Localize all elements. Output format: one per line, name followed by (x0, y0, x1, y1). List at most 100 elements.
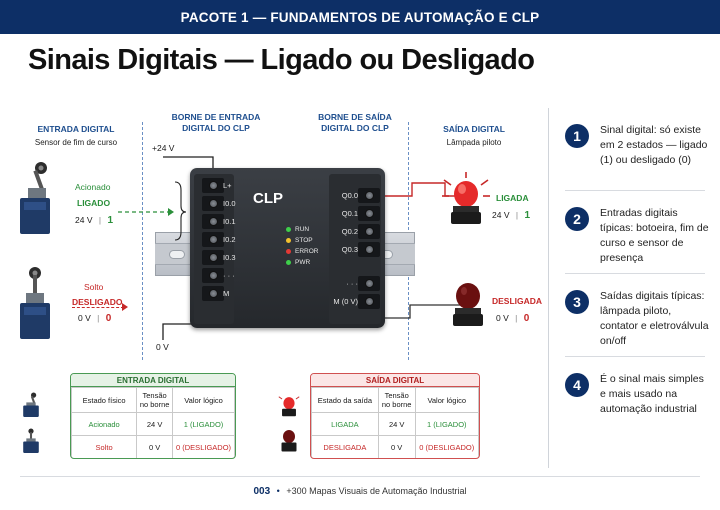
output-top-voltage-row: 24 V | 1 (492, 210, 531, 221)
plc-output-label: M (0 V) (333, 297, 358, 306)
plc-output-terminal (358, 242, 380, 257)
plc-led-row: PWR (286, 257, 318, 268)
lamp-off-icon (281, 430, 297, 452)
input-table-header: Estado físico (71, 387, 138, 413)
point-number: 1 (573, 128, 581, 144)
input-bottom-value: 0 (105, 313, 112, 324)
led-label: ERROR (295, 248, 319, 255)
input-off-arrowhead (122, 303, 128, 311)
table-cell: 0 V (377, 435, 416, 458)
limit-switch-icon (20, 162, 50, 234)
table-cell: 24 V (136, 412, 174, 436)
table-cell: LIGADA (311, 412, 379, 436)
output-top-voltage: 24 V (492, 210, 510, 220)
terminal-screw-icon (364, 297, 374, 306)
point-text: Sinal digital: só existe em 2 estados — … (600, 124, 708, 166)
footer-text: +300 Mapas Visuais de Automação Industri… (286, 486, 467, 496)
input-table: ENTRADA DIGITAL Estado físico Tensão no … (70, 373, 236, 459)
lamp-on-icon (278, 396, 300, 417)
output-column-sub: Lâmpada piloto (446, 138, 502, 147)
lamp-on-icon (442, 172, 490, 224)
plc-input-terminal (202, 178, 224, 193)
side-panel-divider (548, 108, 549, 468)
plc-led-row: STOP (286, 235, 318, 246)
led-label: PWR (295, 259, 311, 266)
table-cell: Solto (71, 435, 138, 458)
input-top-voltage-row: 24 V | 1 (75, 215, 114, 226)
output-bottom-voltage: 0 V (496, 313, 509, 323)
banner-text: PACOTE 1 — FUNDAMENTOS DE AUTOMAÇÃO E CL… (180, 9, 540, 25)
footer-bullet: • (276, 486, 280, 496)
plc-input-terminal (202, 250, 224, 265)
output-top-value: 1 (524, 210, 531, 221)
terminal-screw-icon (364, 245, 374, 254)
point-number-badge: 3 (565, 290, 589, 314)
footer-divider (20, 476, 700, 477)
plc-label: CLP (253, 190, 283, 207)
output-column-title: SAÍDA DIGITAL (443, 124, 505, 134)
table-cell: 1 (LIGADO) (414, 412, 479, 436)
plc-led-row: RUN (286, 224, 318, 235)
led-indicator (286, 227, 291, 232)
point-number-badge: 2 (565, 207, 589, 231)
plc-output-terminal (358, 294, 380, 309)
terminal-screw-icon (208, 253, 218, 262)
led-indicator (286, 249, 291, 254)
output-borne-line2: DIGITAL DO CLP (321, 123, 389, 133)
limit-switch-icon (23, 428, 39, 453)
input-on-arrowhead (168, 208, 174, 216)
table-row: LIGADA 24 V 1 (LIGADO) (311, 412, 479, 436)
terminal-screw-icon (364, 279, 374, 288)
input-borne-title: BORNE DE ENTRADA DIGITAL DO CLP (156, 112, 276, 134)
plc-output-label: Q0.3 (341, 245, 358, 254)
plc-input-label: I0.1 (223, 217, 236, 226)
plc-input-label: I0.0 (223, 199, 236, 208)
terminal-screw-icon (364, 191, 374, 200)
output-top-logic: LIGADA (496, 193, 529, 203)
point-number: 3 (573, 294, 581, 310)
point-number-badge: 4 (565, 373, 589, 397)
led-label: RUN (295, 226, 310, 233)
input-table-header: Tensão no borne (136, 387, 174, 413)
input-off-arrow (72, 307, 124, 308)
point-text: Saídas digitais típicas: lâmpada piloto,… (600, 290, 709, 347)
output-table-header: Tensão no borne (377, 387, 416, 413)
table-row: DESLIGADA 0 V 0 (DESLIGADO) (311, 435, 479, 458)
plc-input-label: I0.3 (223, 253, 236, 262)
input-top-value: 1 (107, 215, 114, 226)
plc-input-label: · · · (223, 271, 235, 280)
terminal-screw-icon (208, 181, 218, 190)
table-row: Solto 0 V 0 (DESLIGADO) (71, 435, 235, 458)
input-top-state: Acionado (75, 182, 111, 192)
led-indicator (286, 260, 291, 265)
table-row: Acionado 24 V 1 (LIGADO) (71, 412, 235, 436)
plc-output-terminal (358, 276, 380, 291)
limit-switch-icon (23, 392, 39, 417)
plc-led-row: ERROR (286, 246, 318, 257)
input-bottom-voltage: 0 V (78, 313, 91, 323)
input-column-title: ENTRADA DIGITAL (37, 124, 115, 134)
plc-input-terminal (202, 286, 224, 301)
terminal-screw-icon (208, 217, 218, 226)
point-number: 4 (573, 377, 581, 393)
output-borne-line1: BORNE DE SAÍDA (318, 112, 392, 122)
point-text: Entradas digitais típicas: botoeira, fim… (600, 207, 709, 264)
table-cell: 24 V (377, 412, 416, 436)
terminal-screw-icon (208, 235, 218, 244)
input-column-sub: Sensor de fim de curso (34, 138, 118, 147)
output-bottom-logic: DESLIGADA (492, 296, 543, 306)
point-divider (565, 273, 705, 274)
page-title: Sinais Digitais — Ligado ou Desligado (28, 44, 535, 76)
point-number-badge: 1 (565, 124, 589, 148)
input-table-grid: Estado físico Tensão no borne Valor lógi… (71, 387, 235, 458)
plc-input-label: M (223, 289, 230, 298)
point-divider (565, 356, 705, 357)
input-bottom-voltage-row: 0 V | 0 (78, 313, 112, 324)
output-table-header: Valor lógico (414, 387, 479, 413)
output-table-header: Estado da saída (311, 387, 379, 413)
output-off-wire (385, 304, 462, 319)
terminal-screw-icon (208, 271, 218, 280)
input-table-title: ENTRADA DIGITAL (71, 374, 235, 387)
point-divider (565, 190, 705, 191)
